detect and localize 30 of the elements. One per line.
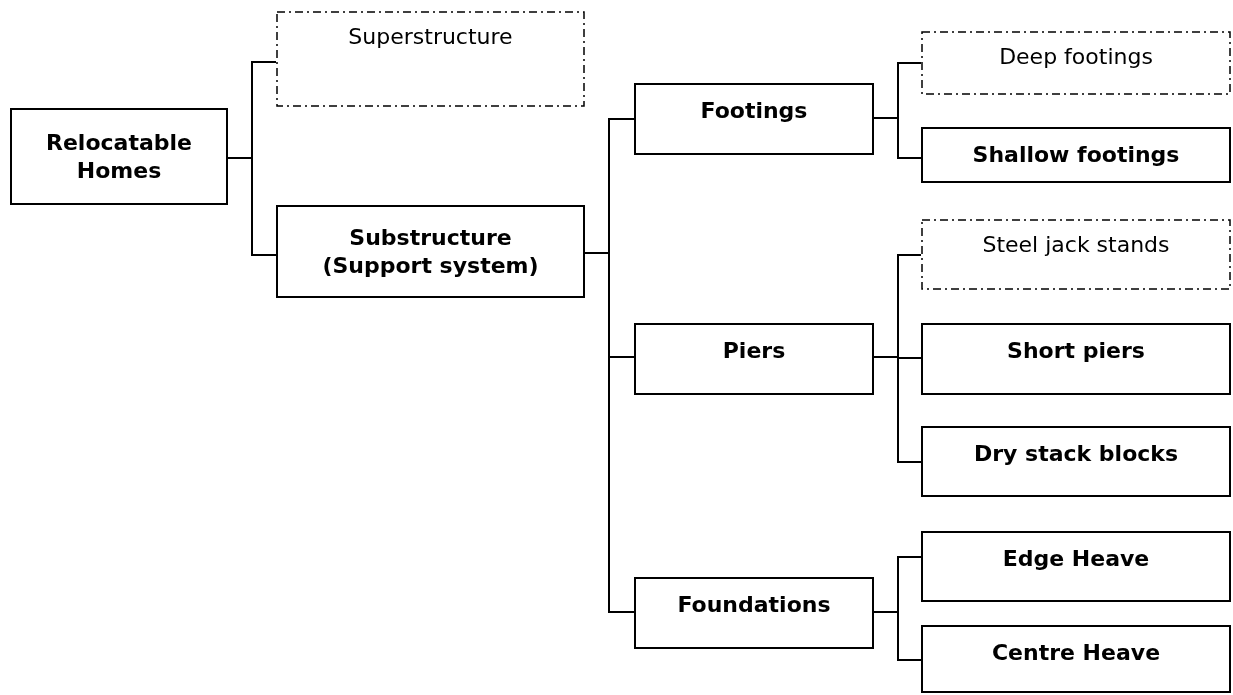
node-label: Steel jack stands (981, 231, 1171, 259)
node-label: Edge Heave (1001, 545, 1151, 573)
node-label: Centre Heave (990, 639, 1162, 667)
dashed-box (921, 219, 1231, 290)
node-label: Piers (721, 337, 787, 365)
box (634, 577, 874, 649)
node-label: Relocatable Homes (45, 129, 193, 184)
box (921, 127, 1231, 183)
node-label: Dry stack blocks (972, 440, 1180, 468)
connector-line (873, 356, 922, 463)
node-label: Shallow footings (971, 141, 1181, 169)
box (10, 108, 228, 205)
node-label: Superstructure (347, 23, 514, 51)
node-label: Substructure (Support system) (321, 224, 540, 279)
node-label: Deep footings (998, 43, 1154, 71)
box (634, 83, 874, 155)
connector-line (873, 611, 922, 661)
box (921, 323, 1231, 395)
connector-line (227, 157, 277, 256)
connector-line (873, 117, 922, 159)
box (921, 531, 1231, 602)
dashed-box (276, 11, 585, 107)
node-label: Short piers (1006, 337, 1146, 365)
box (921, 426, 1231, 497)
box (276, 205, 585, 298)
node-label: Foundations (676, 591, 832, 619)
box (921, 625, 1231, 693)
node-label: Footings (699, 97, 809, 125)
box (634, 323, 874, 395)
dashed-box (921, 31, 1231, 95)
